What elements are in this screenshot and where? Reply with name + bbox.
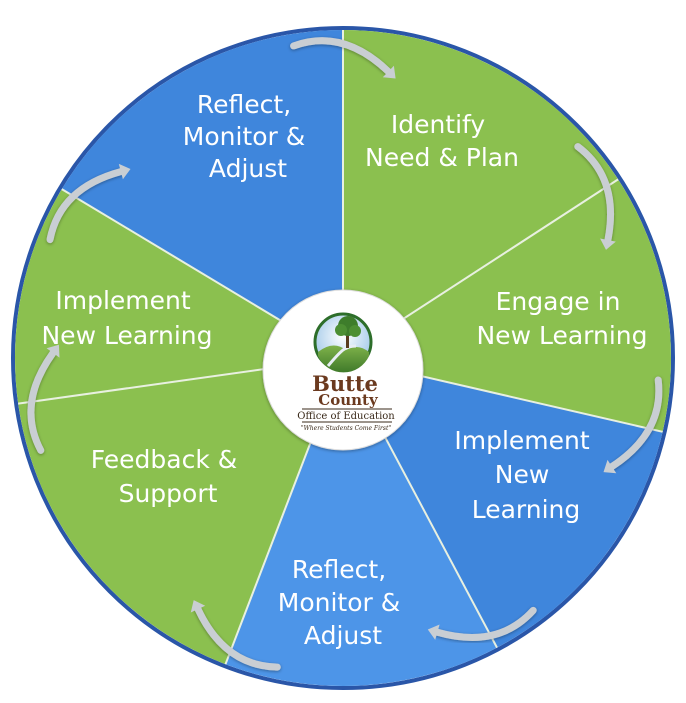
logo-line-county: County (318, 391, 379, 409)
segment-label-feedback: Feedback & Support (91, 445, 245, 508)
segment-engage (343, 358, 663, 648)
segment-identify (343, 179, 672, 432)
cycle-arrows (27, 37, 663, 671)
segment-reflect-top (343, 30, 619, 358)
cycle-arrow-icon (427, 606, 537, 641)
cycle-arrow-icon (290, 37, 396, 79)
segment-label-implement-left: Implement New Learning (41, 286, 212, 350)
cycle-arrow-icon (27, 344, 60, 454)
cycle-arrow-icon (603, 376, 663, 474)
segment-feedback (15, 189, 344, 404)
logo-tagline: "Where Students Come First" (301, 425, 391, 432)
segment-label-reflect-top: Reflect, Monitor & Adjust (183, 90, 313, 183)
segment-label-engage: Engage in New Learning (476, 287, 647, 350)
segment-label-identify: Identify Need & Plan (365, 110, 519, 172)
center-logo: Butte County Office of Education "Where … (262, 289, 424, 451)
segment-label-reflect-bottom: Reflect, Monitor & Adjust (278, 555, 408, 650)
segment-implement-right (225, 358, 497, 686)
segment-implement-left (61, 29, 344, 358)
wheel-segments (15, 29, 672, 686)
segment-label-implement-right: Implement New Learning (454, 426, 597, 524)
logo-emblem (313, 312, 373, 373)
segment-reflect-bottom (18, 358, 343, 665)
cycle-arrow-icon (574, 143, 616, 250)
logo-line-butte: Butte (312, 371, 378, 396)
wheel-border (11, 26, 675, 690)
cycle-arrow-icon (46, 163, 131, 244)
logo-line-office: Office of Education (297, 411, 395, 422)
cycle-arrow-icon (190, 600, 281, 671)
